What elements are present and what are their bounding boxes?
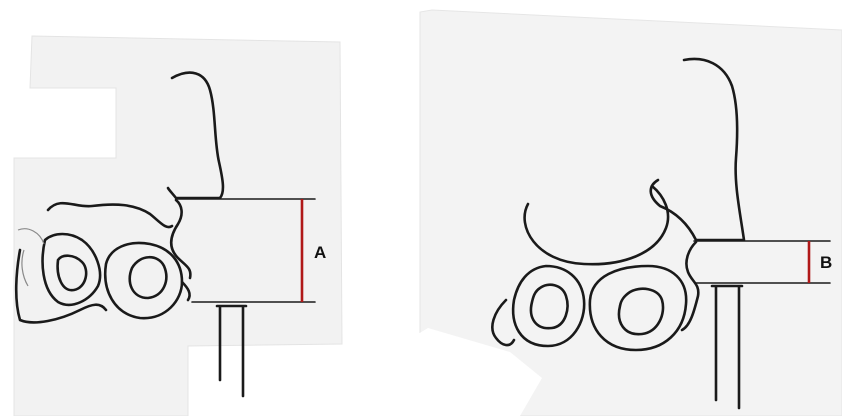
label-b: B	[820, 253, 832, 272]
label-a: A	[314, 243, 326, 262]
left-panel: A	[14, 36, 342, 416]
right-panel: B	[408, 10, 842, 416]
